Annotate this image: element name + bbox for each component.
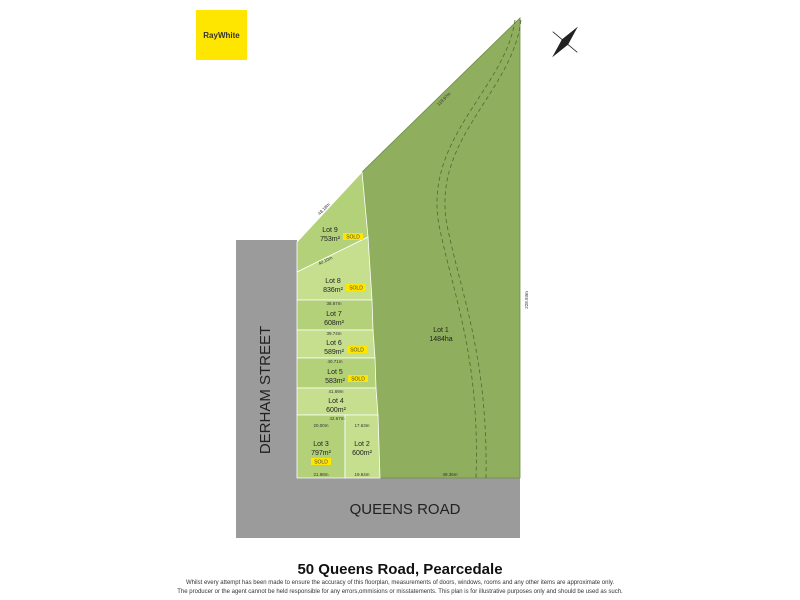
lot-label-3: Lot 3 797m² SOLD <box>311 441 332 466</box>
dimension-label: 41.69m <box>328 389 343 394</box>
lot-area: 608m² <box>324 320 345 327</box>
lot-area: 797m² <box>311 450 332 457</box>
dimension-label: 39.74m <box>326 331 341 336</box>
lot-1-parcel <box>361 17 521 479</box>
lot-name: Lot 7 <box>326 311 342 318</box>
dimension-label: 49.36m <box>442 472 457 477</box>
lot-name: Lot 8 <box>325 278 341 285</box>
lot-name: Lot 3 <box>313 441 329 448</box>
lot-label-1: Lot 1 1484ha <box>429 327 452 343</box>
lot-label-5: Lot 5 583m² SOLD <box>325 369 368 385</box>
lot-name: Lot 4 <box>328 398 344 405</box>
lot-name: Lot 6 <box>326 340 342 347</box>
disclaimer-line-2: The producer or the agent cannot be held… <box>177 589 623 595</box>
sold-badge <box>346 284 366 291</box>
property-title: 50 Queens Road, Pearcedale <box>297 561 503 578</box>
lot-area: 583m² <box>325 378 346 385</box>
lot-name: Lot 2 <box>354 441 370 448</box>
raywhite-logo: RayWhite <box>196 10 247 60</box>
lot-label-2: Lot 2 600m² <box>352 441 373 457</box>
dimension-label: 20.00m <box>313 423 328 428</box>
dimension-label: 40.71m <box>327 359 342 364</box>
dimension-label: 40.10m <box>318 255 334 266</box>
dimension-label: 228.93m <box>524 291 529 309</box>
derham-street-label: DERHAM STREET <box>257 326 274 454</box>
sold-badge <box>311 458 331 465</box>
lot-name: Lot 5 <box>327 369 343 376</box>
lot-area: 589m² <box>324 349 345 356</box>
lot-2-parcel <box>344 414 381 479</box>
compass-icon <box>552 26 578 58</box>
lot-label-4: Lot 4 600m² <box>326 398 347 414</box>
lot-area: 600m² <box>326 407 347 414</box>
lot-label-9: Lot 9 753m² SOLD <box>320 227 363 243</box>
lot-label-8: Lot 8 836m² SOLD <box>323 278 366 294</box>
dimension-label: 17.63m <box>354 423 369 428</box>
sold-label: SOLD <box>351 377 365 383</box>
dimension-label: 42.67m <box>329 416 344 421</box>
sold-badge <box>348 375 368 382</box>
sold-label: SOLD <box>346 235 360 241</box>
sold-badge <box>347 346 367 353</box>
dimension-label: 21.98m <box>313 472 328 477</box>
lot-name: Lot 1 <box>433 327 449 334</box>
sold-label: SOLD <box>314 460 328 466</box>
track-left <box>436 19 516 479</box>
queens-road-road <box>236 478 520 538</box>
dimension-label: 38.67m <box>326 301 341 306</box>
lot-area: 600m² <box>352 450 373 457</box>
lot-label-6: Lot 6 589m² SOLD <box>324 340 367 356</box>
lot-area: 836m² <box>323 287 344 294</box>
disclaimer-line-1: Whilst every attempt has been made to en… <box>185 580 615 586</box>
dimension-label: 19.84m <box>354 472 369 477</box>
sold-label: SOLD <box>350 348 364 354</box>
queens-road-label: QUEENS ROAD <box>350 501 461 518</box>
lot-area: 753m² <box>320 236 341 243</box>
lot-name: Lot 9 <box>322 227 338 234</box>
sold-label: SOLD <box>349 286 363 292</box>
sold-badge <box>343 233 363 240</box>
lot-area: 1484ha <box>429 336 452 343</box>
lot-label-7: Lot 7 608m² <box>324 311 345 327</box>
track-right <box>444 19 522 479</box>
